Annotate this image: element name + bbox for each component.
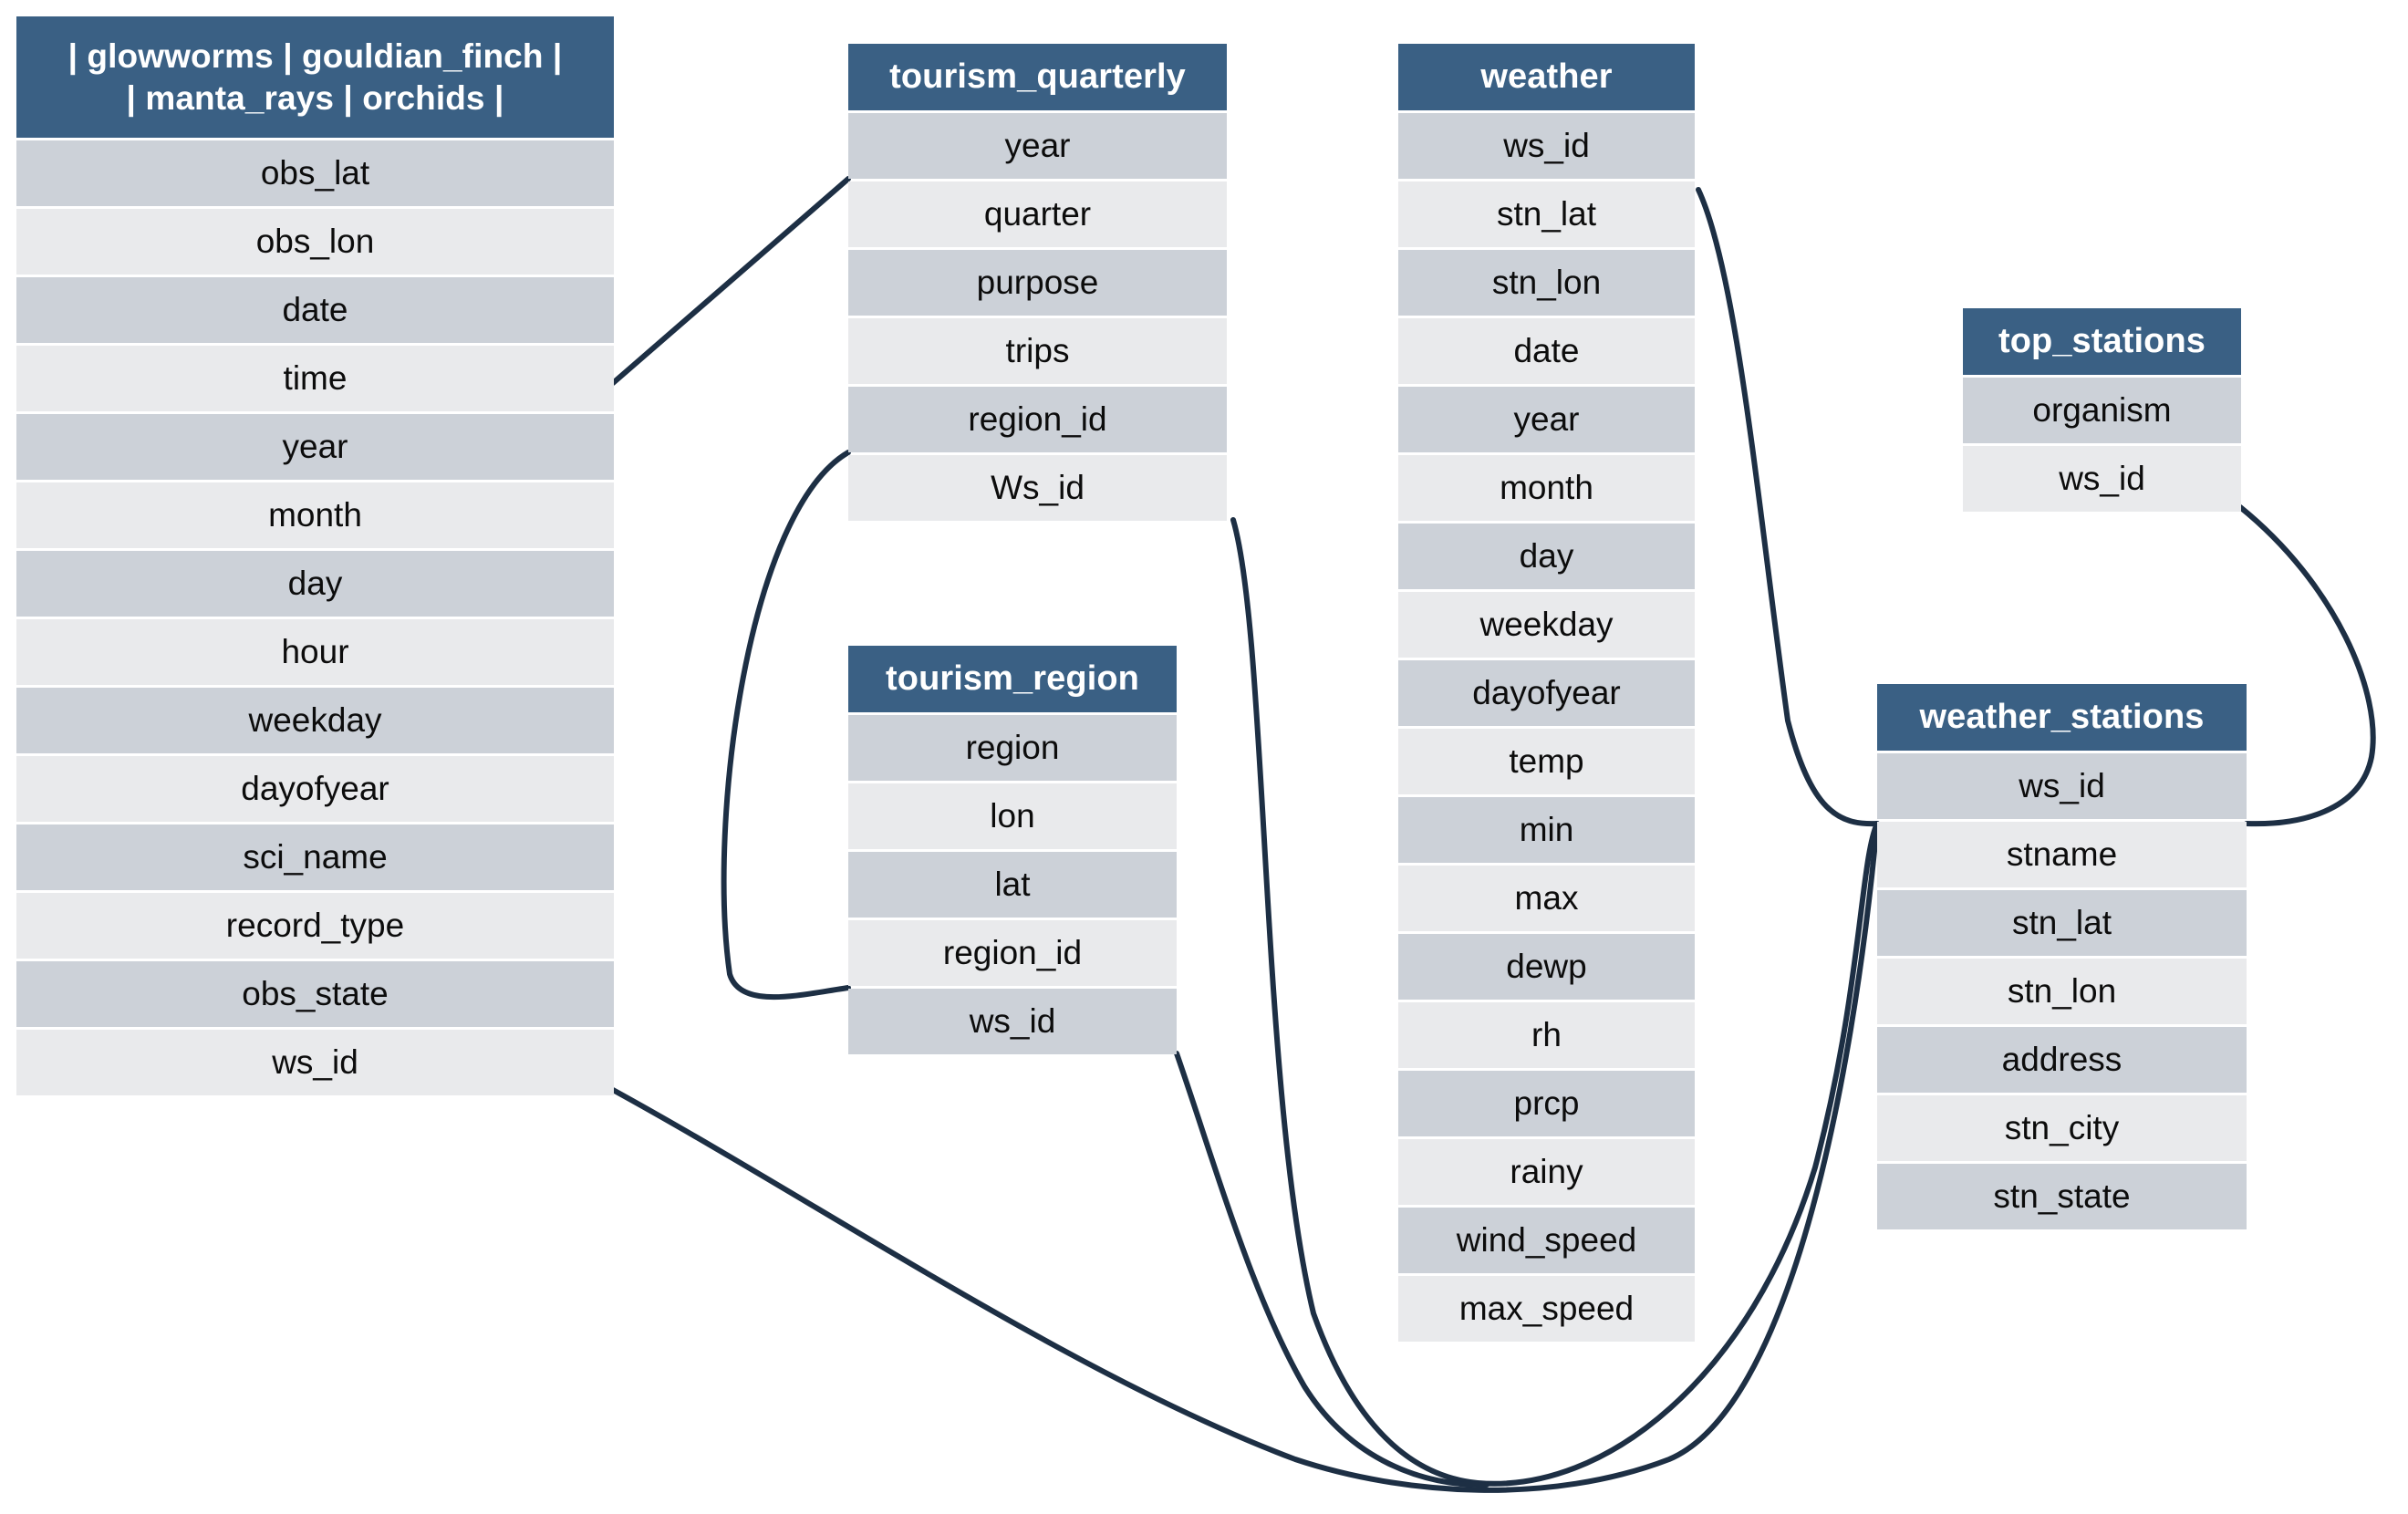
field-row[interactable]: date xyxy=(1398,318,1695,384)
field-row[interactable]: weekday xyxy=(1398,592,1695,658)
field-row[interactable]: stn_lat xyxy=(1877,890,2247,956)
field-row[interactable]: stn_lon xyxy=(1398,250,1695,316)
field-row[interactable]: dewp xyxy=(1398,934,1695,1000)
field-row[interactable]: stn_city xyxy=(1877,1095,2247,1161)
field-row[interactable]: trips xyxy=(848,318,1227,384)
field-row[interactable]: rh xyxy=(1398,1002,1695,1068)
field-row[interactable]: rainy xyxy=(1398,1139,1695,1205)
field-row[interactable]: dayofyear xyxy=(1398,660,1695,726)
relationship-edge-weather-ws-id-to-weather-stations-ws-id xyxy=(1696,187,1880,827)
field-row[interactable]: purpose xyxy=(848,250,1227,316)
field-row[interactable]: region_id xyxy=(848,387,1227,452)
field-row[interactable]: quarter xyxy=(848,181,1227,247)
field-row[interactable]: month xyxy=(1398,455,1695,521)
field-row[interactable]: sci_name xyxy=(16,824,614,890)
entity-header-line-1: | glowworms | gouldian_finch | xyxy=(67,37,563,76)
field-row[interactable]: lon xyxy=(848,783,1177,849)
field-row[interactable]: record_type xyxy=(16,893,614,959)
field-row[interactable]: day xyxy=(16,551,614,617)
field-row[interactable]: obs_state xyxy=(16,961,614,1027)
field-row[interactable]: date xyxy=(16,277,614,343)
field-row[interactable]: min xyxy=(1398,797,1695,863)
field-row[interactable]: day xyxy=(1398,524,1695,589)
entity-header-line-2: | manta_rays | orchids | xyxy=(126,78,504,117)
relationship-edge-tourism-quarterly-region-id-to-tourism-region-region-id xyxy=(721,450,851,1001)
entity-header-weather: weather xyxy=(1398,44,1695,110)
field-row[interactable]: obs_lon xyxy=(16,209,614,275)
entity-header-top_stations: top_stations xyxy=(1963,308,2241,375)
field-row[interactable]: stn_lon xyxy=(1877,959,2247,1024)
relationship-edge-organisms-time-to-tourism-quarterly-year xyxy=(610,176,851,386)
field-row[interactable]: year xyxy=(848,113,1227,179)
field-row[interactable]: obs_lat xyxy=(16,140,614,206)
field-row[interactable]: ws_id xyxy=(1877,753,2247,819)
field-row[interactable]: stn_state xyxy=(1877,1164,2247,1229)
entity-header-tourism_quarterly: tourism_quarterly xyxy=(848,44,1227,110)
field-row[interactable]: region_id xyxy=(848,920,1177,986)
field-row[interactable]: region xyxy=(848,715,1177,781)
field-row[interactable]: ws_id xyxy=(16,1030,614,1095)
field-row[interactable]: address xyxy=(1877,1027,2247,1093)
entity-header-tourism_region: tourism_region xyxy=(848,646,1177,712)
field-row[interactable]: time xyxy=(16,346,614,411)
field-row[interactable]: max_speed xyxy=(1398,1276,1695,1342)
entity-table-organisms[interactable]: | glowworms | gouldian_finch || manta_ra… xyxy=(16,16,614,1095)
field-row[interactable]: dayofyear xyxy=(16,756,614,822)
field-row[interactable]: ws_id xyxy=(1963,446,2241,512)
field-row[interactable]: stname xyxy=(1877,822,2247,887)
field-row[interactable]: ws_id xyxy=(848,989,1177,1054)
entity-header-weather_stations: weather_stations xyxy=(1877,684,2247,751)
field-row[interactable]: stn_lat xyxy=(1398,181,1695,247)
field-row[interactable]: temp xyxy=(1398,729,1695,794)
field-row[interactable]: Ws_id xyxy=(848,455,1227,521)
field-row[interactable]: weekday xyxy=(16,688,614,753)
field-row[interactable]: lat xyxy=(848,852,1177,918)
entity-header-text: | glowworms | gouldian_finch || manta_ra… xyxy=(68,36,563,118)
field-row[interactable]: prcp xyxy=(1398,1071,1695,1136)
field-row[interactable]: month xyxy=(16,482,614,548)
field-row[interactable]: max xyxy=(1398,866,1695,931)
field-row[interactable]: hour xyxy=(16,619,614,685)
field-row[interactable]: year xyxy=(16,414,614,480)
relationship-edge-top-stations-ws-id-to-weather-stations-ws-id xyxy=(2237,504,2376,827)
entity-header-organisms: | glowworms | gouldian_finch || manta_ra… xyxy=(16,16,614,138)
field-row[interactable]: organism xyxy=(1963,378,2241,443)
field-row[interactable]: year xyxy=(1398,387,1695,452)
field-row[interactable]: wind_speed xyxy=(1398,1208,1695,1273)
field-row[interactable]: ws_id xyxy=(1398,113,1695,179)
